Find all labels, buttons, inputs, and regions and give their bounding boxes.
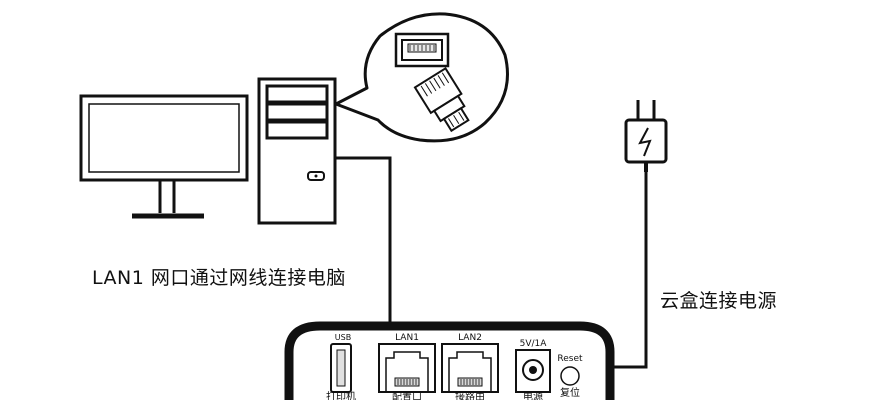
reset-button-icon [560,366,580,386]
reset-label: Reset [557,354,583,364]
lan2-label: LAN2 [458,333,482,343]
lan1-label: LAN1 [395,333,419,343]
ethernet-cable [335,156,392,356]
lan-connection-caption: LAN1 网口通过网线连接电脑 [92,267,346,289]
power-connection-caption: 云盒连接电源 [660,290,778,312]
rj45-plug-icon [413,67,470,133]
power-label: 电源 [523,390,543,400]
power-jack-icon [515,349,551,393]
router-label: 接路由 [455,390,485,400]
lan2-port-icon [441,343,499,393]
monitor-icon [79,94,249,219]
printer-label: 打印机 [326,390,356,400]
power-spec-label: 5V/1A [520,339,548,349]
pc-tower-icon [257,77,337,225]
lan1-port-icon [378,343,436,393]
power-adapter-icon [624,100,668,172]
usb-port-icon [330,343,352,393]
usb-label: USB [335,333,351,342]
ethernet-port-icon [394,32,450,68]
reset-cn-label: 复位 [560,386,580,399]
zoom-bubble [334,12,509,143]
config-port-label: 配置口 [392,391,422,400]
